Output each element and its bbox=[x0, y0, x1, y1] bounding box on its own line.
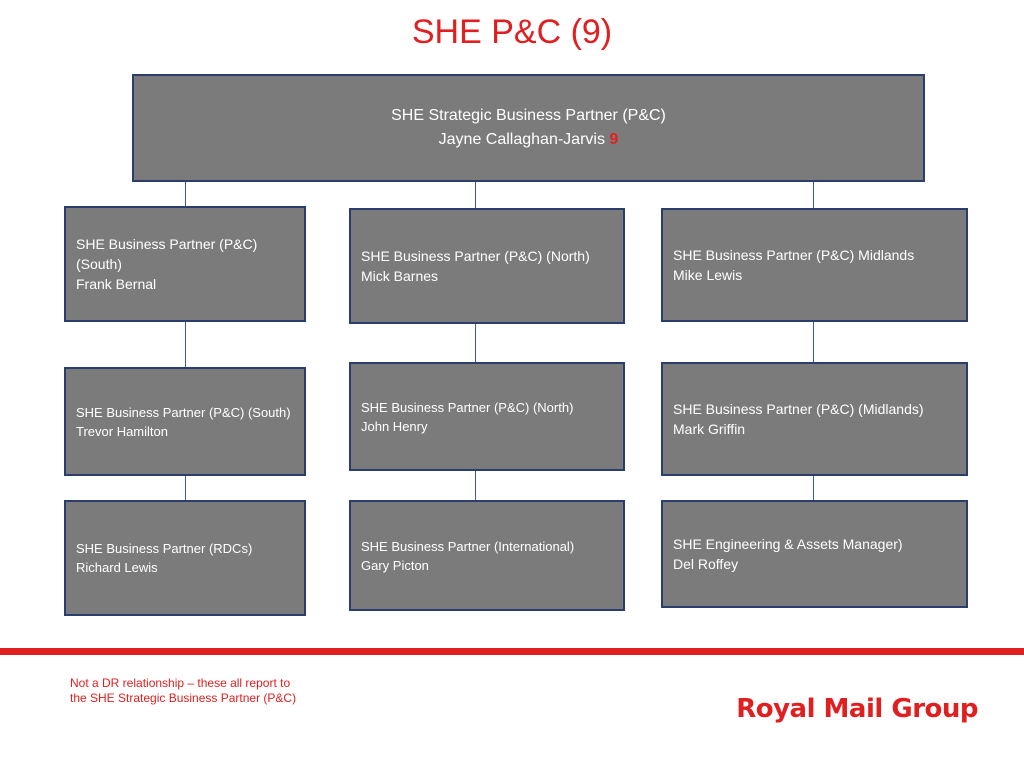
org-node-role: SHE Business Partner (P&C) (Midlands) bbox=[673, 401, 924, 417]
org-node-name: Trevor Hamilton bbox=[76, 423, 168, 439]
org-node-name: Jayne Callaghan-Jarvis bbox=[438, 131, 605, 148]
connector-line bbox=[813, 322, 814, 362]
org-node-role: SHE Strategic Business Partner (P&C) bbox=[391, 107, 666, 124]
org-node-role: SHE Engineering & Assets Manager) bbox=[673, 536, 903, 552]
connector-line bbox=[813, 476, 814, 500]
org-node-name: Frank Bernal bbox=[76, 276, 157, 292]
connector-line bbox=[185, 182, 186, 206]
connector-line bbox=[185, 476, 186, 500]
org-node-name: Richard Lewis bbox=[76, 560, 158, 575]
org-node[interactable]: SHE Engineering & Assets Manager) Del Ro… bbox=[661, 500, 968, 608]
org-node[interactable]: SHE Business Partner (P&C) (Midlands) Ma… bbox=[661, 362, 968, 476]
org-node-role: SHE Business Partner (P&C) (North) bbox=[361, 248, 590, 264]
org-node-name: John Henry bbox=[361, 418, 428, 434]
connector-line bbox=[475, 471, 476, 500]
org-node-name: Gary Picton bbox=[361, 557, 429, 573]
connector-line bbox=[813, 182, 814, 208]
org-node-role: SHE Business Partner (P&C) (South) bbox=[76, 404, 291, 420]
org-node-name: Mick Barnes bbox=[361, 268, 439, 284]
org-node-role: SHE Business Partner (P&C) (South) bbox=[76, 236, 258, 272]
org-node[interactable]: SHE Business Partner (P&C) (North) Mick … bbox=[349, 208, 625, 324]
org-node-top[interactable]: SHE Strategic Business Partner (P&C) Jay… bbox=[132, 74, 925, 182]
brand-logo: Royal Mail Group bbox=[736, 694, 978, 724]
org-node-name: Mike Lewis bbox=[673, 267, 743, 283]
org-node[interactable]: SHE Business Partner (RDCs) Richard Lewi… bbox=[64, 500, 306, 616]
org-node-role: SHE Business Partner (International) bbox=[361, 538, 575, 554]
org-node-role: SHE Business Partner (P&C) Midlands bbox=[673, 247, 915, 263]
org-node[interactable]: SHE Business Partner (P&C) (South) Frank… bbox=[64, 206, 306, 322]
org-node[interactable]: SHE Business Partner (P&C) (South) Trevo… bbox=[64, 367, 306, 476]
org-node[interactable]: SHE Business Partner (P&C) (North) John … bbox=[349, 362, 625, 471]
org-node[interactable]: SHE Business Partner (International) Gar… bbox=[349, 500, 625, 611]
page-title: SHE P&C (9) bbox=[411, 13, 613, 51]
connector-line bbox=[475, 324, 476, 362]
org-node-name: Del Roffey bbox=[673, 556, 739, 572]
report-count: 9 bbox=[609, 131, 619, 148]
footnote: Not a DR relationship – these all report… bbox=[70, 676, 297, 705]
connector-line bbox=[475, 182, 476, 208]
org-node-role: SHE Business Partner (P&C) (North) bbox=[361, 399, 574, 415]
org-node-role: SHE Business Partner (RDCs) bbox=[76, 541, 253, 556]
org-node[interactable]: SHE Business Partner (P&C) Midlands Mike… bbox=[661, 208, 968, 322]
org-node-name: Mark Griffin bbox=[673, 421, 746, 437]
connector-line bbox=[185, 322, 186, 367]
footer-divider bbox=[0, 648, 1024, 655]
